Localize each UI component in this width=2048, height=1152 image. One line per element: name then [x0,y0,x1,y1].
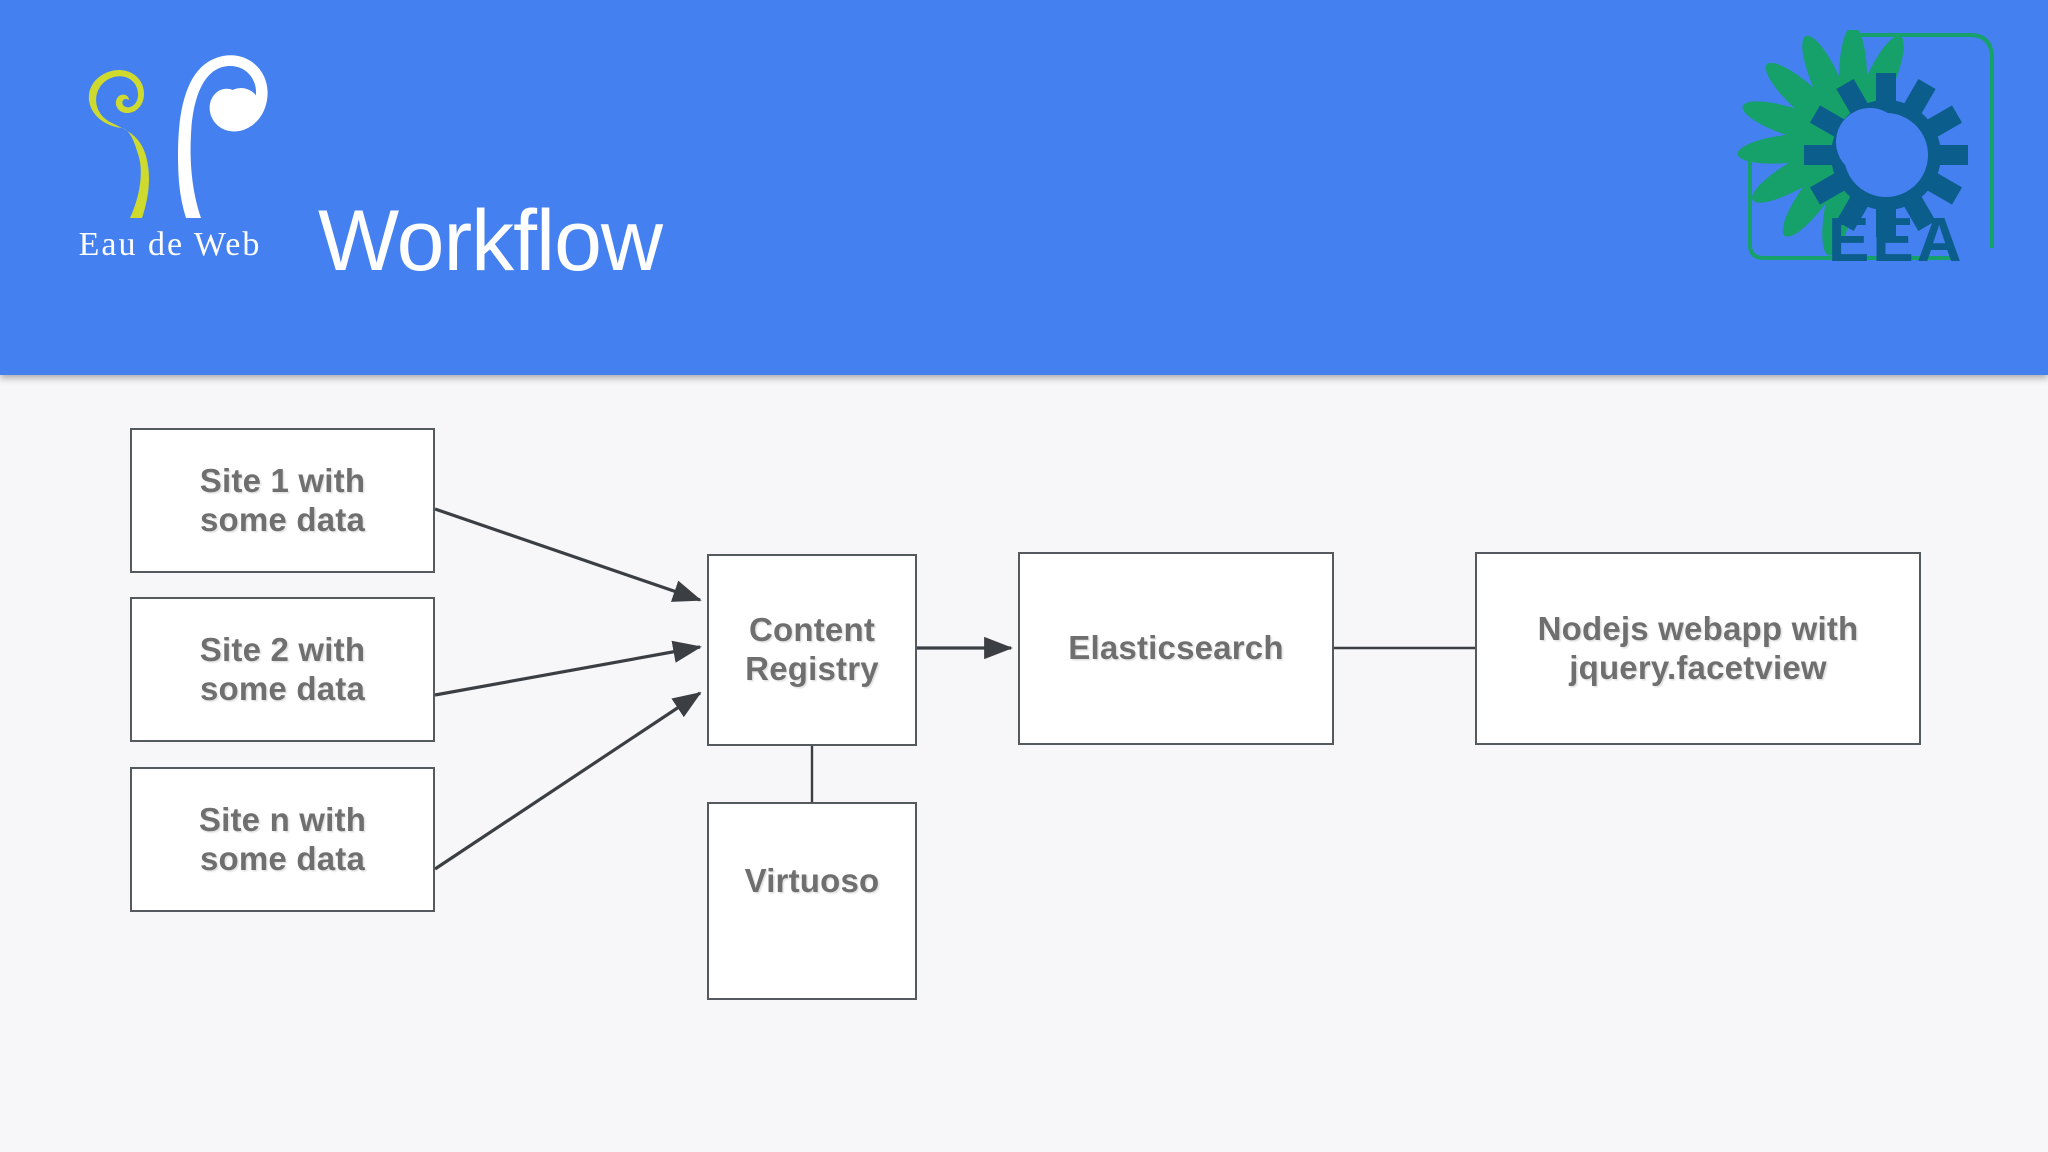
page-title: Workflow [318,193,663,289]
brand-wordmark: Eau de Web [78,226,262,263]
eea-frame-icon [1748,33,1994,260]
eea-abbreviation: EEA [1828,206,1965,275]
node-virtuoso[interactable]: Virtuoso [707,802,917,1000]
diagram-edges [434,507,1475,871]
edge-site2-registry [434,640,702,697]
edge-siten-registry [434,691,702,871]
eea-logo: EEA [1720,30,2020,272]
slide-header: Eau de Web Workflow [0,0,2048,375]
node-elasticsearch[interactable]: Elasticsearch [1018,552,1334,745]
eau-de-web-swirl-logo-icon [88,55,268,218]
eau-de-web-logo: Eau de Web [60,38,280,278]
node-virtuoso-label: Virtuoso [744,862,880,899]
eea-sunflower-gear-icon [1737,30,1968,256]
node-elasticsearch-label: Elasticsearch [1068,629,1284,667]
edge-site1-registry [434,507,702,602]
